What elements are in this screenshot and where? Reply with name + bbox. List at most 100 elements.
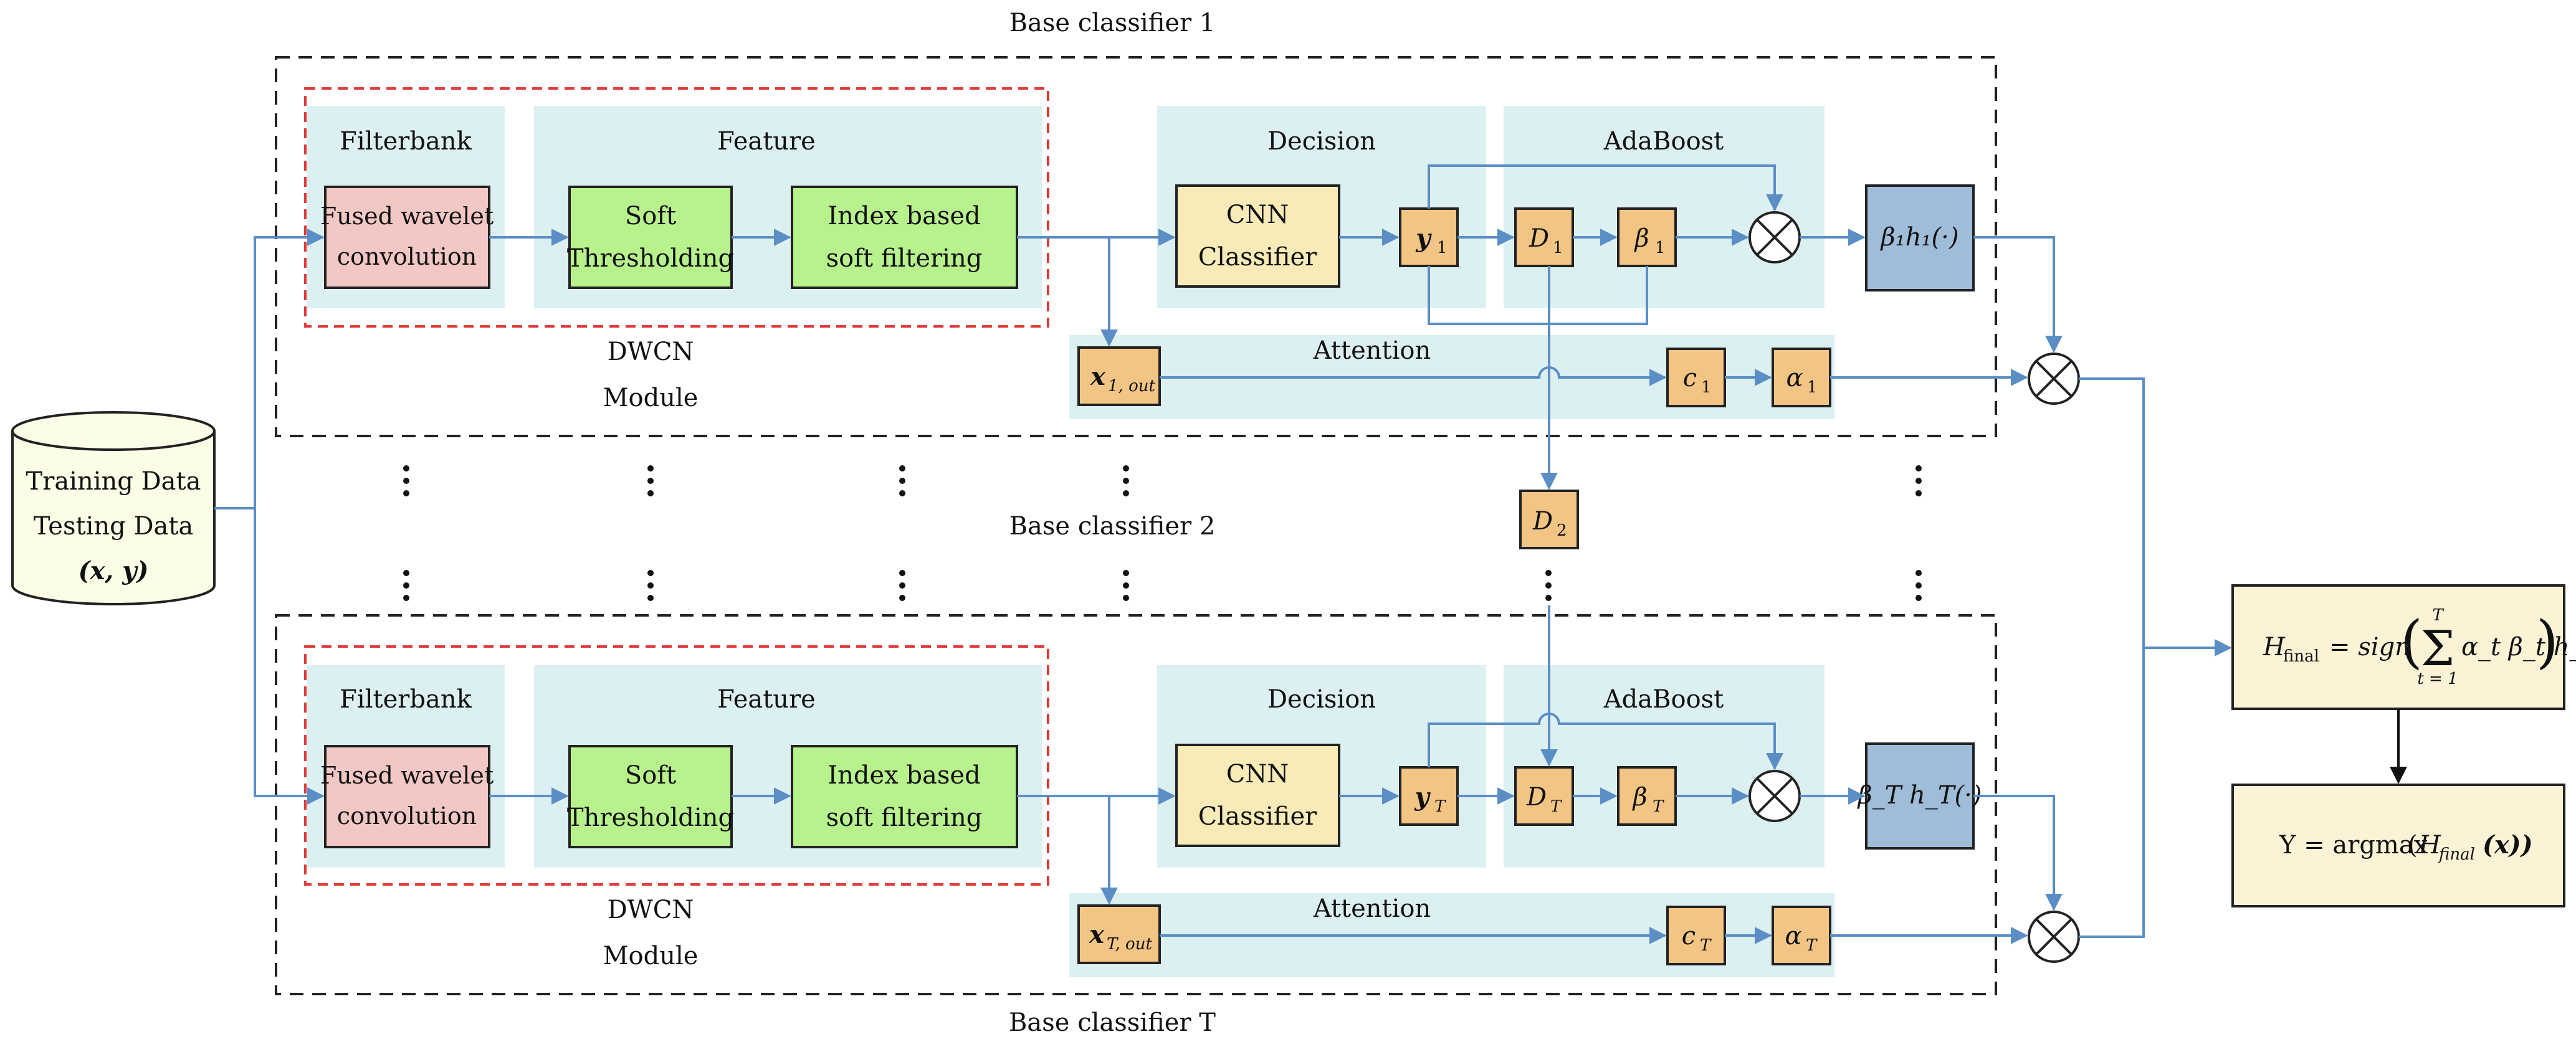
- index-soft-filter-block: [791, 186, 1018, 289]
- ellipsis-row-lower: [403, 570, 1922, 601]
- betaT-hT-label: β_T h_T(·): [1857, 781, 1982, 810]
- h-final-formula: H final = sign ( T Σ t = 1 α_t β_t h_t ): [2263, 606, 2576, 688]
- alpha1-subscript: 1: [1807, 378, 1818, 397]
- multiply-node-combine-1: [2028, 353, 2080, 405]
- title-base-classifier-1: Base classifier 1: [1009, 9, 1216, 37]
- h-final-box: [2231, 584, 2565, 710]
- D1-subscript: 1: [1553, 239, 1563, 257]
- dwcn-module-frame: [304, 87, 1049, 328]
- dwcn-label: DWCN: [608, 338, 694, 366]
- cnn-line1: CNN: [1226, 201, 1289, 229]
- index-soft-filter-line1: Index based: [828, 761, 980, 790]
- y-final-arg: H: [2418, 831, 2441, 860]
- classifier-1: Filterbank Feature Decision AdaBoost Att…: [304, 87, 1975, 419]
- adaboost-label: AdaBoost: [1603, 127, 1724, 156]
- adaboost-label: AdaBoost: [1603, 685, 1724, 714]
- cT-symbol: c: [1682, 922, 1696, 950]
- soft-thresholding-block: [568, 745, 733, 848]
- xTout-symbol: x: [1089, 920, 1105, 949]
- alphaT-symbol: α: [1785, 922, 1801, 950]
- beta1-h1-block: [1865, 184, 1975, 291]
- fused-wavelet-line2: convolution: [337, 802, 477, 830]
- arrow-c1-bh-combine: [1973, 236, 2063, 353]
- decision-label: Decision: [1267, 127, 1376, 156]
- betaT-hT-block: [1865, 742, 1975, 850]
- soft-thresholding-line2: Thresholding: [567, 244, 734, 273]
- decision-label: Decision: [1267, 685, 1376, 714]
- module-label: Module: [603, 942, 699, 970]
- ellipsis-col: [1123, 465, 1129, 496]
- arrow-combine-1-output: [2079, 377, 2145, 648]
- ellipsis-col: [1123, 570, 1129, 601]
- ellipsis-col: [403, 465, 409, 496]
- arrow-combine-T-output: [2079, 639, 2232, 938]
- c1-symbol: c: [1683, 364, 1697, 392]
- ellipsis-col: [647, 465, 654, 496]
- ellipsis-col: [403, 570, 409, 601]
- fused-wavelet-block: [324, 186, 490, 289]
- yT-symbol: y: [1414, 782, 1431, 812]
- y-final-paren: (: [2408, 831, 2418, 860]
- x1out-subscript: 1, out: [1108, 377, 1155, 396]
- arrow-c1-y-loop-top: [1428, 164, 1783, 212]
- alphaT-node: [1772, 906, 1831, 965]
- ellipsis-col: [899, 570, 905, 601]
- c1-node: [1666, 348, 1726, 407]
- h-final-terms: α_t β_t h_t: [2461, 633, 2576, 661]
- filterbank-label: Filterbank: [340, 685, 472, 714]
- ellipsis-col: [647, 570, 654, 601]
- h-final-lhs: H: [2263, 633, 2286, 661]
- betaT-subscript: T: [1653, 797, 1664, 816]
- DT-subscript: T: [1550, 797, 1562, 816]
- title-base-classifier-T: Base classifier T: [1009, 1008, 1216, 1037]
- arrow-data-source: [214, 229, 325, 509]
- D2-subscript: 2: [1557, 521, 1567, 540]
- module-label: Module: [603, 384, 699, 412]
- data-source-training: Training Data: [26, 467, 201, 496]
- y-final-box: [2231, 784, 2565, 907]
- beta1-subscript: 1: [1655, 239, 1666, 257]
- ellipsis-col: [1545, 570, 1552, 601]
- ellipsis-col: [1915, 570, 1922, 601]
- cT-subscript: T: [1700, 936, 1712, 955]
- attention-label: Attention: [1313, 336, 1431, 365]
- y-final-x: (x)): [2483, 830, 2533, 860]
- y-final-formula: Y = argmax ( H final (x)): [2279, 830, 2533, 864]
- base-classifier-T-frame: [275, 614, 1997, 995]
- betaT-node: [1617, 766, 1677, 826]
- y1-symbol: y: [1415, 224, 1432, 253]
- beta1-symbol: β: [1633, 224, 1649, 253]
- xTout-subscript: T, out: [1107, 935, 1152, 954]
- D1-symbol: D: [1529, 224, 1549, 253]
- dwcn-label: DWCN: [608, 896, 694, 924]
- ellipsis-row-upper: [403, 465, 1922, 496]
- x1out-symbol: x: [1090, 362, 1106, 391]
- betaT-symbol: β: [1631, 783, 1647, 812]
- DT-node: [1514, 766, 1574, 826]
- yT-subscript: T: [1434, 797, 1446, 816]
- ellipsis-col: [1915, 465, 1922, 496]
- c1-subscript: 1: [1701, 378, 1712, 397]
- alpha1-symbol: α: [1786, 364, 1803, 392]
- multiply-node-adaboost-T: [1748, 770, 1801, 822]
- beta1-node: [1617, 207, 1677, 267]
- arrow-c1-y-loop-bottom: [1428, 266, 1648, 325]
- h-final-paren-open: (: [2400, 609, 2423, 675]
- index-soft-filter-line2: soft filtering: [826, 803, 983, 832]
- base-classifier-1-frame: [275, 56, 1997, 437]
- h-final-paren-close: ): [2536, 609, 2559, 675]
- y-final-lhs: Y = argmax: [2279, 831, 2428, 860]
- alphaT-subscript: T: [1806, 936, 1818, 955]
- DT-symbol: D: [1526, 783, 1547, 812]
- feature-label: Feature: [717, 685, 816, 714]
- title-base-classifier-2: Base classifier 2: [1009, 512, 1216, 541]
- D2-node: [1519, 490, 1579, 549]
- soft-thresholding-line2: Thresholding: [567, 803, 734, 832]
- classifier-T: Filterbank Feature Decision AdaBoost Att…: [304, 645, 1982, 977]
- ellipsis-col: [899, 465, 905, 496]
- cT-node: [1666, 906, 1726, 965]
- dwcn-module-frame: [304, 645, 1049, 886]
- fused-wavelet-line2: convolution: [337, 243, 477, 270]
